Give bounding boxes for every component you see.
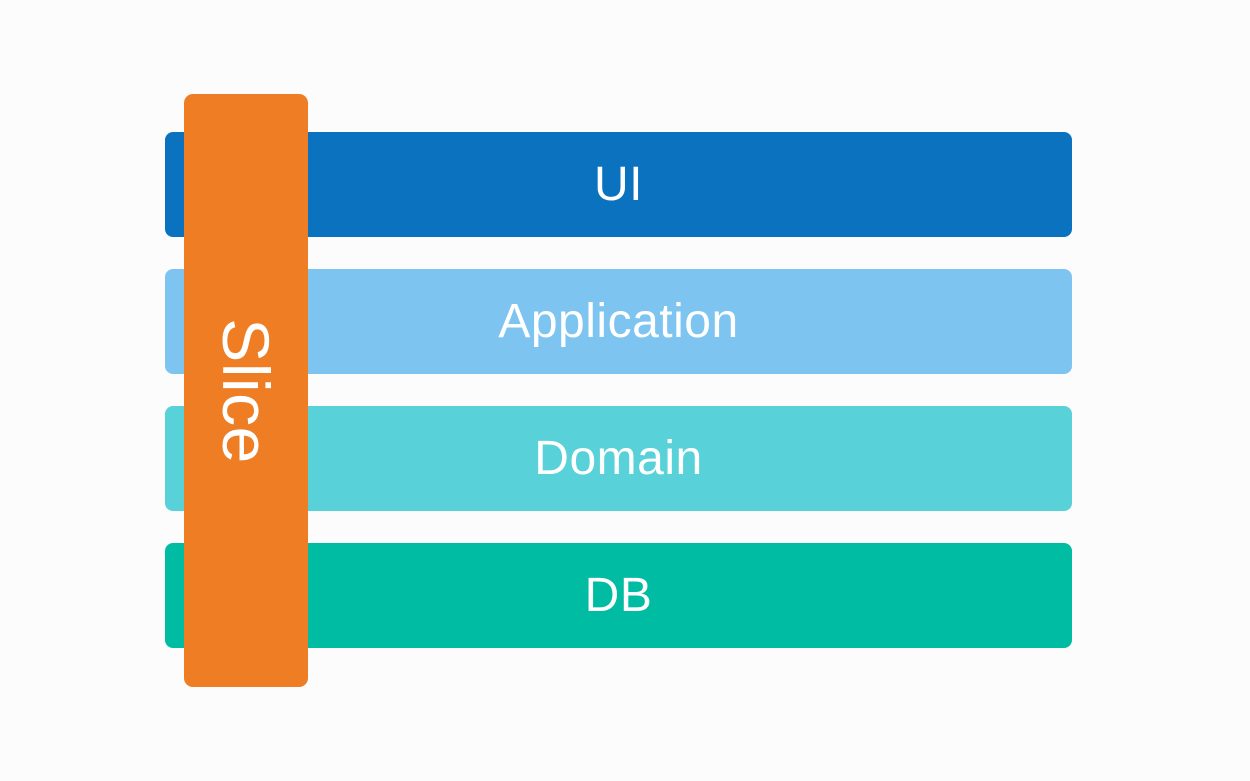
slice-bar: Slice [184,94,308,687]
layer-label-domain: Domain [534,431,703,485]
layer-bar-ui: UI [165,132,1072,237]
layer-label-application: Application [498,294,739,348]
layer-label-db: DB [584,568,653,622]
layer-bar-db: DB [165,543,1072,648]
layer-bar-domain: Domain [165,406,1072,511]
layer-label-ui: UI [594,157,643,211]
slice-label: Slice [209,317,283,464]
layer-bar-application: Application [165,269,1072,374]
